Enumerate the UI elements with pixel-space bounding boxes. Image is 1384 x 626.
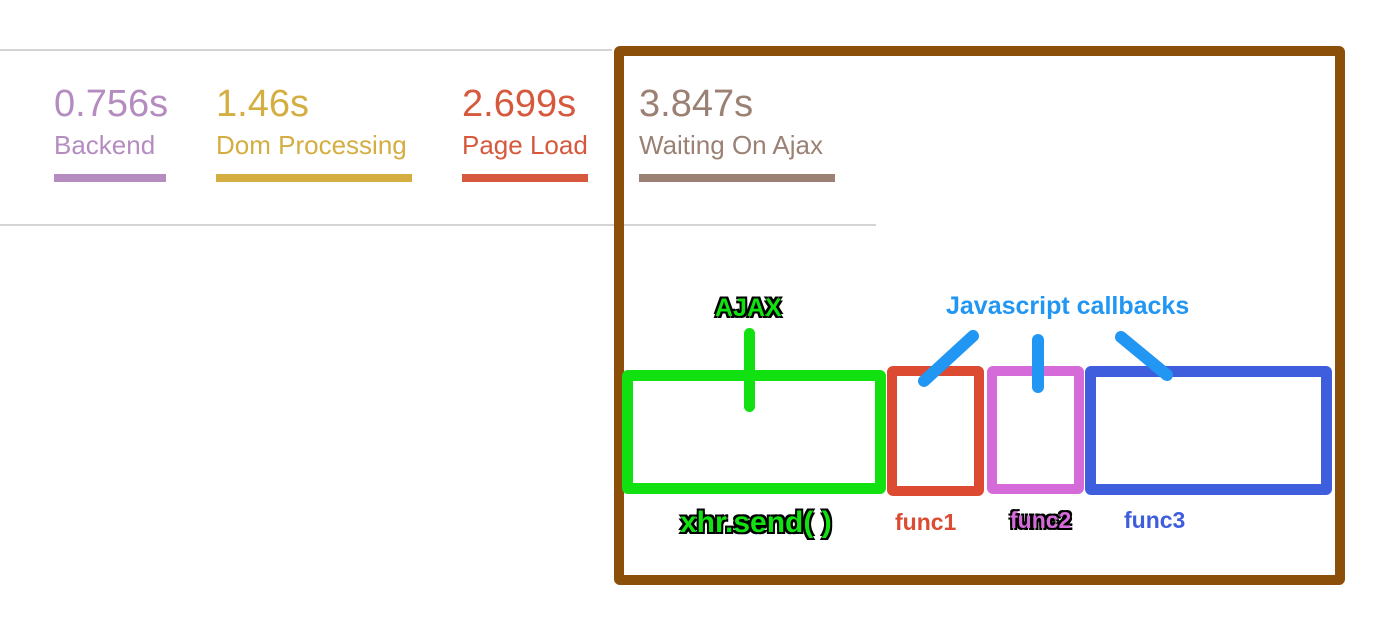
callbacks-label: Javascript callbacks (946, 292, 1190, 320)
func3-label: func3 (1124, 507, 1186, 533)
metric-bar (462, 174, 588, 182)
annotation-frame (614, 46, 1345, 585)
func1-label: func1 (895, 509, 957, 535)
func1-box (887, 366, 984, 496)
metric-label: Waiting On Ajax (639, 130, 824, 160)
metric-backend: 0.756s Backend (54, 82, 168, 182)
metric-value: 1.46s (216, 83, 309, 125)
metric-label: Page Load (462, 130, 588, 160)
metric-bar (54, 174, 166, 182)
ajax-stem (744, 328, 755, 412)
top-divider (0, 49, 612, 51)
metric-value: 3.847s (639, 83, 754, 125)
metric-waiting-on-ajax: 3.847s Waiting On Ajax (639, 82, 835, 182)
metric-page-load: 2.699s Page Load (462, 82, 588, 182)
func2-box (987, 366, 1084, 494)
func2-label: func2 (1010, 507, 1072, 533)
metric-label: Dom Processing (216, 130, 407, 160)
metric-label: Backend (54, 130, 156, 160)
metric-bar (639, 174, 835, 182)
func3-box (1085, 366, 1332, 495)
metric-value: 0.756s (54, 83, 169, 125)
bottom-divider (0, 224, 876, 226)
ajax-label: AJAX (715, 294, 782, 322)
xhr-send-label: xhr.send( ) (680, 506, 832, 539)
metric-dom-processing: 1.46s Dom Processing (216, 82, 412, 182)
metric-value: 2.699s (462, 83, 577, 125)
metric-bar (216, 174, 412, 182)
